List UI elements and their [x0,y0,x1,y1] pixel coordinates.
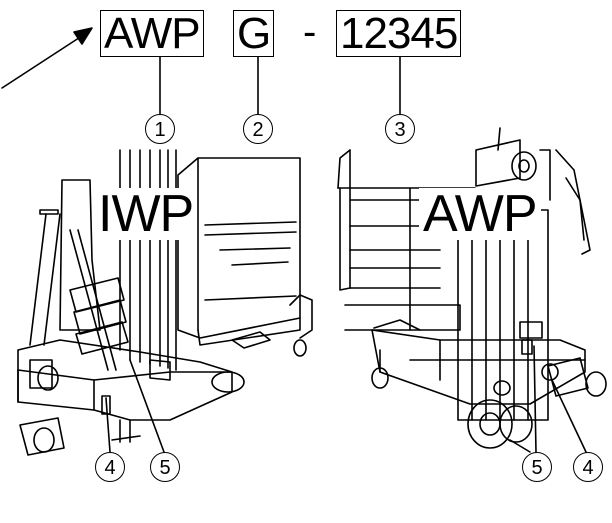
awp-machine-drawing [337,127,607,453]
leader-line-5-right [533,345,537,453]
code-part-model-year: G [233,10,275,57]
awp-machine-label: AWP [419,188,541,240]
pointer-arrowhead [73,27,93,45]
code-separator: - [303,10,317,54]
leader-line-5-left [129,359,165,453]
callout-5-left: 5 [150,452,180,482]
callout-3: 3 [385,114,415,144]
code-part-product-type: AWP [100,10,204,57]
callout-4-right: 4 [573,452,603,482]
leader-line-4-left [105,397,111,453]
iwp-machine-label: IWP [94,188,198,240]
pointer-arrow [1,31,89,89]
callout-5-right: 5 [522,452,552,482]
leader-line-4-right [551,379,587,453]
callout-4-left: 4 [95,452,125,482]
iwp-machine-drawing [17,149,313,456]
code-part-serial-number: 12345 [336,10,462,57]
callout-1: 1 [145,114,175,144]
callout-2: 2 [243,114,273,144]
